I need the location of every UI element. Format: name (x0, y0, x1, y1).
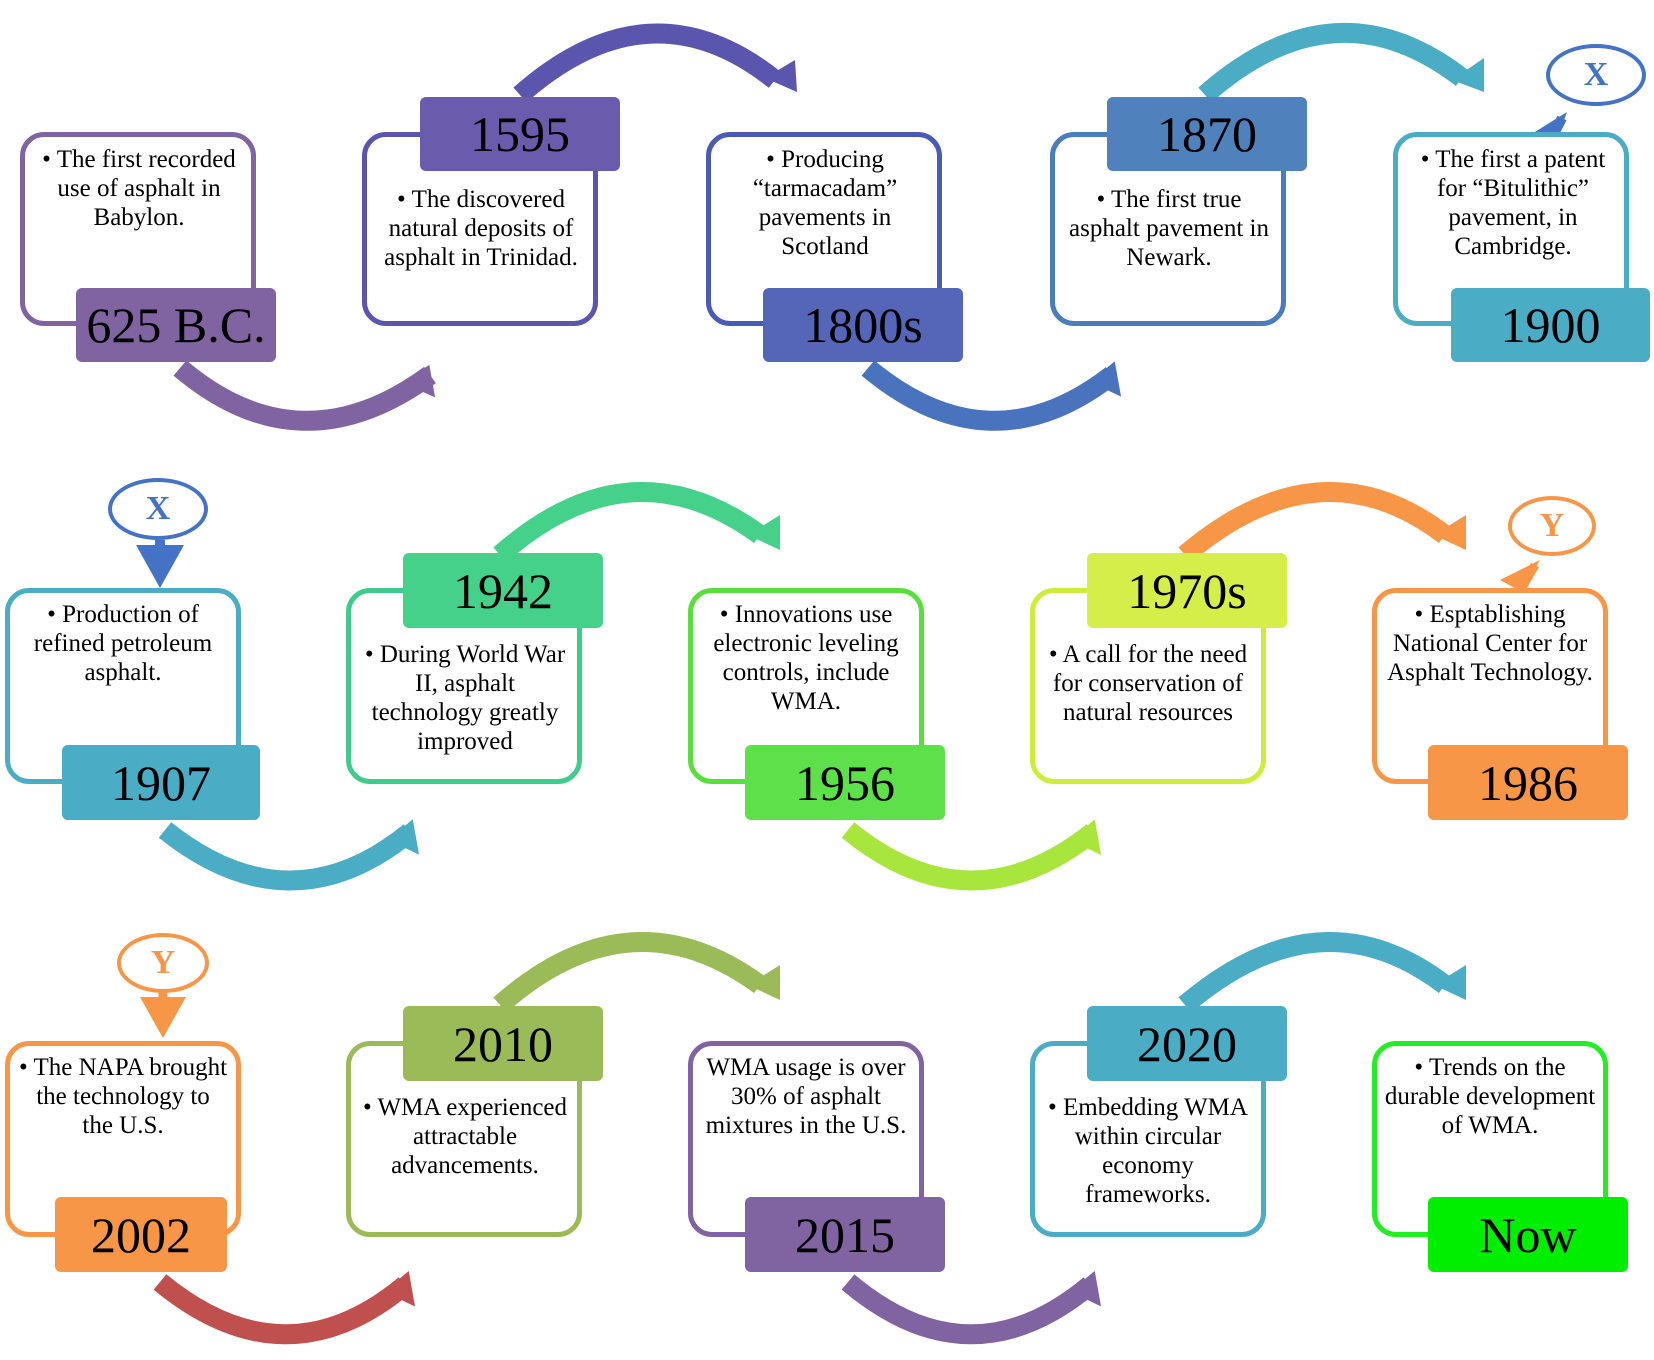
arrow-icon (841, 822, 1100, 891)
year-tag: 2010 (403, 1006, 603, 1081)
event-description: WMA usage is over 30% of asphalt mixture… (705, 1054, 907, 1139)
year-tag: 2015 (745, 1197, 945, 1272)
year-tag: 2020 (1087, 1006, 1287, 1081)
year-tag: Now (1428, 1197, 1628, 1272)
event-description: • The first recorded use of asphalt in B… (42, 146, 236, 231)
year-tag: 625 B.C. (76, 288, 276, 362)
connector-label-x: X (1546, 44, 1646, 106)
year-tag: 1956 (745, 745, 945, 820)
event-description: • The first true asphalt pavement in New… (1069, 186, 1269, 271)
arrow-icon (493, 482, 766, 563)
event-description: • Trends on the durable development of W… (1384, 1054, 1596, 1139)
event-description: • WMA experienced attractable advancemen… (362, 1094, 568, 1179)
arrow-icon (158, 822, 417, 891)
arrow-icon (493, 932, 766, 1013)
year-tag: 1900 (1451, 288, 1650, 362)
year-tag: 1870 (1107, 97, 1307, 171)
event-description: • During World War II, asphalt technolog… (364, 641, 566, 755)
arrow-icon (1178, 932, 1452, 1013)
event-description: • Innovations use electronic leveling co… (713, 601, 899, 715)
y-arrowhead-icon (140, 997, 186, 1038)
connector-label-x: X (108, 478, 208, 540)
event-description: • Esptablishing National Center for Asph… (1387, 601, 1593, 686)
connector-label-y: Y (117, 933, 209, 993)
year-tag: 1970s (1087, 553, 1287, 628)
year-tag: 2002 (55, 1197, 227, 1272)
event-description: • Embedding WMA within circular economy … (1048, 1094, 1248, 1208)
event-description: • Production of refined petroleum asphal… (33, 601, 213, 686)
arrow-icon (1198, 22, 1469, 103)
year-tag: 1595 (420, 97, 620, 171)
connector-label-y: Y (1508, 496, 1596, 556)
arrow-icon (513, 23, 782, 103)
arrowhead-icon (387, 819, 420, 855)
arrowhead-icon (748, 965, 780, 1000)
arrowhead-icon (1070, 819, 1102, 855)
arrowhead-icon (402, 364, 436, 398)
arrow-icon (1178, 482, 1452, 563)
event-description: • The discovered natural deposits of asp… (384, 186, 578, 271)
arrowhead-icon (383, 1271, 416, 1307)
arrow-icon (173, 360, 436, 431)
year-tag: 1907 (62, 745, 260, 820)
event-description: • The first a patent for “Bitulithic” pa… (1420, 146, 1606, 260)
event-description: • The NAPA brought the technology to the… (18, 1054, 228, 1139)
year-tag: 1942 (403, 553, 603, 628)
event-description: • Producing “tarmacadam” pavements in Sc… (752, 146, 898, 260)
arrowhead-icon (765, 60, 797, 92)
arrowhead-icon (1434, 515, 1466, 550)
arrow-icon (841, 1274, 1097, 1345)
year-tag: 1800s (763, 288, 963, 362)
arrowhead-icon (1434, 965, 1466, 1000)
arrow-icon (861, 360, 1119, 431)
arrowhead-icon (1069, 1270, 1102, 1307)
x-arrowhead-icon (136, 545, 184, 588)
year-tag: 1986 (1428, 745, 1628, 820)
arrow-icon (153, 1274, 412, 1345)
arrowhead-icon (748, 515, 780, 550)
arrowhead-icon (1452, 58, 1484, 92)
event-description: • A call for the need for conservation o… (1048, 641, 1248, 726)
arrowhead-icon (1089, 361, 1122, 397)
